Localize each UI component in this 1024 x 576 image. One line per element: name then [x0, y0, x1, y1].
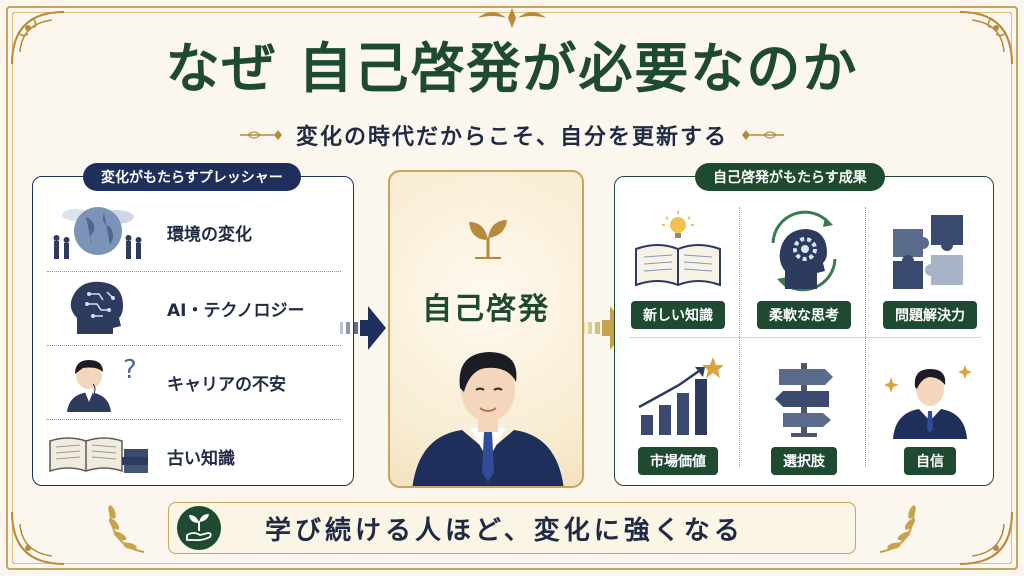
signpost-icon	[749, 351, 859, 443]
divider	[47, 345, 341, 346]
flourish-right-icon	[742, 130, 784, 140]
result-item-label: 自信	[904, 447, 956, 475]
list-item-label: 古い知識	[167, 448, 235, 469]
divider	[47, 271, 341, 272]
list-item: 古い知識	[43, 423, 345, 489]
corner-ornament-icon	[959, 511, 1013, 565]
center-title: 自己啓発	[422, 292, 550, 327]
list-item: 環境の変化	[43, 199, 345, 265]
list-item-label: AI・テクノロジー	[167, 300, 305, 321]
laurel-left-icon	[108, 505, 145, 553]
page-title: なぜ 自己啓発が必要なのか	[165, 37, 859, 100]
page-subtitle: 変化の時代だからこそ、自分を更新する	[295, 125, 728, 150]
businessman-icon	[412, 352, 564, 486]
results-panel: 自己啓発がもたらす成果 新しい知識	[614, 163, 994, 486]
conclusion-text: 学び続ける人ほど、変化に強くなる	[265, 515, 744, 546]
conclusion-banner: 学び続ける人ほど、変化に強くなる	[168, 502, 856, 554]
divider	[47, 419, 341, 420]
result-item: 自信	[871, 345, 989, 485]
result-item-label: 市場価値	[638, 447, 718, 475]
corner-ornament-icon	[11, 11, 65, 65]
corner-ornament-icon	[11, 511, 65, 565]
outer-frame	[6, 6, 1018, 570]
result-item: 柔軟な思考	[745, 199, 863, 339]
arrow-right-icon	[340, 306, 386, 350]
subtitle-row: 変化の時代だからこそ、自分を更新する	[0, 118, 1024, 152]
brain-gear-icon	[749, 205, 859, 297]
result-item-label: 問題解決力	[883, 301, 977, 329]
confident-person-icon	[875, 351, 985, 443]
results-panel-heading: 自己啓発がもたらす成果	[695, 163, 885, 191]
ai-head-icon	[43, 278, 153, 338]
corner-ornament-icon	[959, 11, 1013, 65]
divider	[629, 337, 981, 338]
laurel-right-icon	[879, 505, 916, 553]
result-item: 市場価値	[619, 345, 737, 485]
worried-person-icon: ?	[43, 352, 153, 412]
result-item: 新しい知識	[619, 199, 737, 339]
result-item: 問題解決力	[871, 199, 989, 339]
pressure-panel-heading: 変化がもたらすプレッシャー	[83, 163, 301, 191]
result-item-label: 選択肢	[771, 447, 837, 475]
growth-chart-icon	[623, 351, 733, 443]
sprout-icon	[469, 220, 507, 259]
result-item-label: 柔軟な思考	[757, 301, 851, 329]
old-books-icon	[43, 426, 153, 486]
pressure-panel: 変化がもたらすプレッシャー 環境の変化	[32, 163, 354, 489]
list-item: ? キャリアの不安	[43, 349, 345, 415]
puzzle-icon	[875, 205, 985, 297]
self-development-panel: 自己啓発	[388, 170, 584, 488]
flourish-left-icon	[239, 130, 282, 140]
globe-people-icon	[43, 202, 153, 262]
list-item: AI・テクノロジー	[43, 275, 345, 341]
book-lightbulb-icon	[623, 205, 733, 297]
result-item-label: 新しい知識	[631, 301, 725, 329]
list-item-label: 環境の変化	[167, 224, 252, 245]
list-item-label: キャリアの不安	[167, 374, 286, 395]
top-ornament-icon	[478, 8, 546, 28]
svg-text:?: ?	[123, 355, 137, 385]
hand-sprout-icon	[177, 506, 221, 550]
result-item: 選択肢	[745, 345, 863, 485]
